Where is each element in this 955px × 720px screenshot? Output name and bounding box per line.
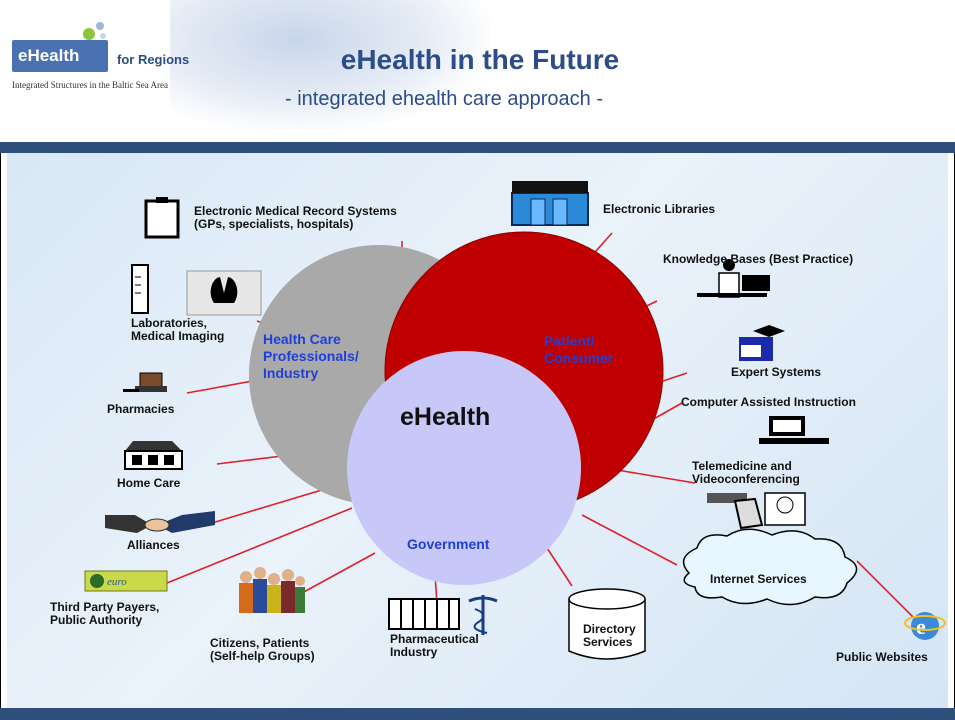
patient-line-2: Consumer xyxy=(544,350,614,366)
graduate-icon xyxy=(739,325,785,361)
node-pharmacies-line-1: Pharmacies xyxy=(107,402,175,416)
government-label: Government xyxy=(407,536,490,552)
video-camera-icon xyxy=(707,492,806,530)
node-telemed-line-2: Videoconferencing xyxy=(692,472,800,486)
caduceus-factory-icon xyxy=(388,595,498,635)
node-homecare-label: Home Care xyxy=(117,477,180,490)
node-citizens-line-1: Citizens, Patients xyxy=(210,636,310,650)
node-telemed-label: Telemedicine and Videoconferencing xyxy=(692,460,800,486)
footer-bar xyxy=(0,708,955,720)
node-libraries-line-1: Electronic Libraries xyxy=(603,202,716,216)
node-kb-line-1: Knowledge Bases (Best Practice) xyxy=(663,252,854,266)
node-payers-line-2: Public Authority xyxy=(50,613,143,627)
cloud-icon xyxy=(682,528,858,606)
header-divider-bar xyxy=(0,142,955,153)
patient-line-1: Patient/ xyxy=(544,333,595,349)
node-internet-label: Internet Services xyxy=(710,573,807,586)
node-expert-label: Expert Systems xyxy=(731,366,821,379)
logo-dot-light xyxy=(100,33,106,39)
node-pharmacies-label: Pharmacies xyxy=(107,403,174,416)
slide-header: eHealth for Regions Integrated Structure… xyxy=(0,0,955,142)
node-alliances-label: Alliances xyxy=(127,539,180,552)
node-websites-label: Public Websites xyxy=(836,651,928,664)
node-directory-line-2: Services xyxy=(583,635,633,649)
pharmacy-icon xyxy=(123,372,167,392)
browser-e-icon: e xyxy=(904,612,946,640)
node-websites-line-1: Public Websites xyxy=(836,650,928,664)
people-group-icon xyxy=(239,567,305,613)
logo-dot-blue xyxy=(96,22,104,30)
logo-tagline: Integrated Structures in the Baltic Sea … xyxy=(12,80,168,90)
professionals-line-2: Professionals/ xyxy=(263,348,359,364)
node-pharma-line-1: Pharmaceutical xyxy=(390,632,479,646)
euro-note-icon: euro xyxy=(84,570,168,592)
spoke-websites xyxy=(856,560,916,620)
ehealth-diagram: euro e xyxy=(84,181,946,660)
node-cai-line-1: Computer Assisted Instruction xyxy=(681,395,856,409)
computer-icon xyxy=(759,416,829,444)
logo-dot-green xyxy=(83,28,95,40)
professionals-line-1: Health Care xyxy=(263,331,341,347)
node-kb-label: Knowledge Bases (Best Practice) xyxy=(663,253,853,266)
server-cabinet-icon xyxy=(511,181,589,226)
spoke-directory xyxy=(546,547,573,587)
node-telemed-line-1: Telemedicine and xyxy=(692,459,792,473)
logo-ehealth-text: eHealth xyxy=(18,46,80,65)
spoke-payers xyxy=(166,507,353,584)
node-cai-label: Computer Assisted Instruction xyxy=(681,396,856,409)
node-payers-label: Third Party Payers, Public Authority xyxy=(50,601,159,627)
ehealth-center-label: eHealth xyxy=(400,403,491,431)
spoke-citizens xyxy=(301,552,376,594)
logo-ehealth: eHealth xyxy=(12,40,108,72)
svg-text:euro: euro xyxy=(107,576,127,588)
node-labs-line-2: Medical Imaging xyxy=(131,329,225,343)
patient-consumer-label: Patient/ Consumer xyxy=(544,333,613,367)
node-emr-label: Electronic Medical Record Systems (GPs, … xyxy=(194,205,397,231)
node-libraries-label: Electronic Libraries xyxy=(603,203,715,216)
node-labs-label: Laboratories, Medical Imaging xyxy=(131,317,224,343)
node-labs-line-1: Laboratories, xyxy=(131,316,208,330)
node-citizens-label: Citizens, Patients (Self-help Groups) xyxy=(210,637,315,663)
node-directory-line-1: Directory xyxy=(583,622,636,636)
spoke-internet xyxy=(581,514,678,566)
node-internet-line-1: Internet Services xyxy=(710,572,807,586)
node-alliances-line-1: Alliances xyxy=(127,538,180,552)
handshake-icon xyxy=(105,511,215,533)
house-icon xyxy=(124,441,183,470)
node-emr-line-1: Electronic Medical Record Systems xyxy=(194,204,397,218)
government-circle xyxy=(347,351,581,585)
database-icon xyxy=(568,588,646,660)
baltic-map-background xyxy=(170,0,490,130)
lab-and-xray-icon xyxy=(131,264,262,316)
page-subtitle: - integrated ehealth care approach - xyxy=(285,88,603,110)
scientist-icon xyxy=(697,259,770,298)
clipboard-icon xyxy=(144,197,180,239)
node-pharma-label: Pharmaceutical Industry xyxy=(390,633,479,659)
health-care-professionals-label: Health Care Professionals/ Industry xyxy=(263,331,359,382)
svg-text:e: e xyxy=(916,614,926,639)
node-pharma-line-2: Industry xyxy=(390,645,438,659)
node-payers-line-1: Third Party Payers, xyxy=(50,600,160,614)
logo-for-regions: for Regions xyxy=(117,52,190,67)
node-homecare-line-1: Home Care xyxy=(117,476,181,490)
diagram-area: euro e xyxy=(7,153,948,708)
page-title: eHealth in the Future xyxy=(340,44,620,75)
node-citizens-line-2: (Self-help Groups) xyxy=(210,649,315,663)
node-emr-line-2: (GPs, specialists, hospitals) xyxy=(194,217,354,231)
node-directory-label: Directory Services xyxy=(583,623,636,649)
professionals-line-3: Industry xyxy=(263,365,319,381)
node-expert-line-1: Expert Systems xyxy=(731,365,822,379)
